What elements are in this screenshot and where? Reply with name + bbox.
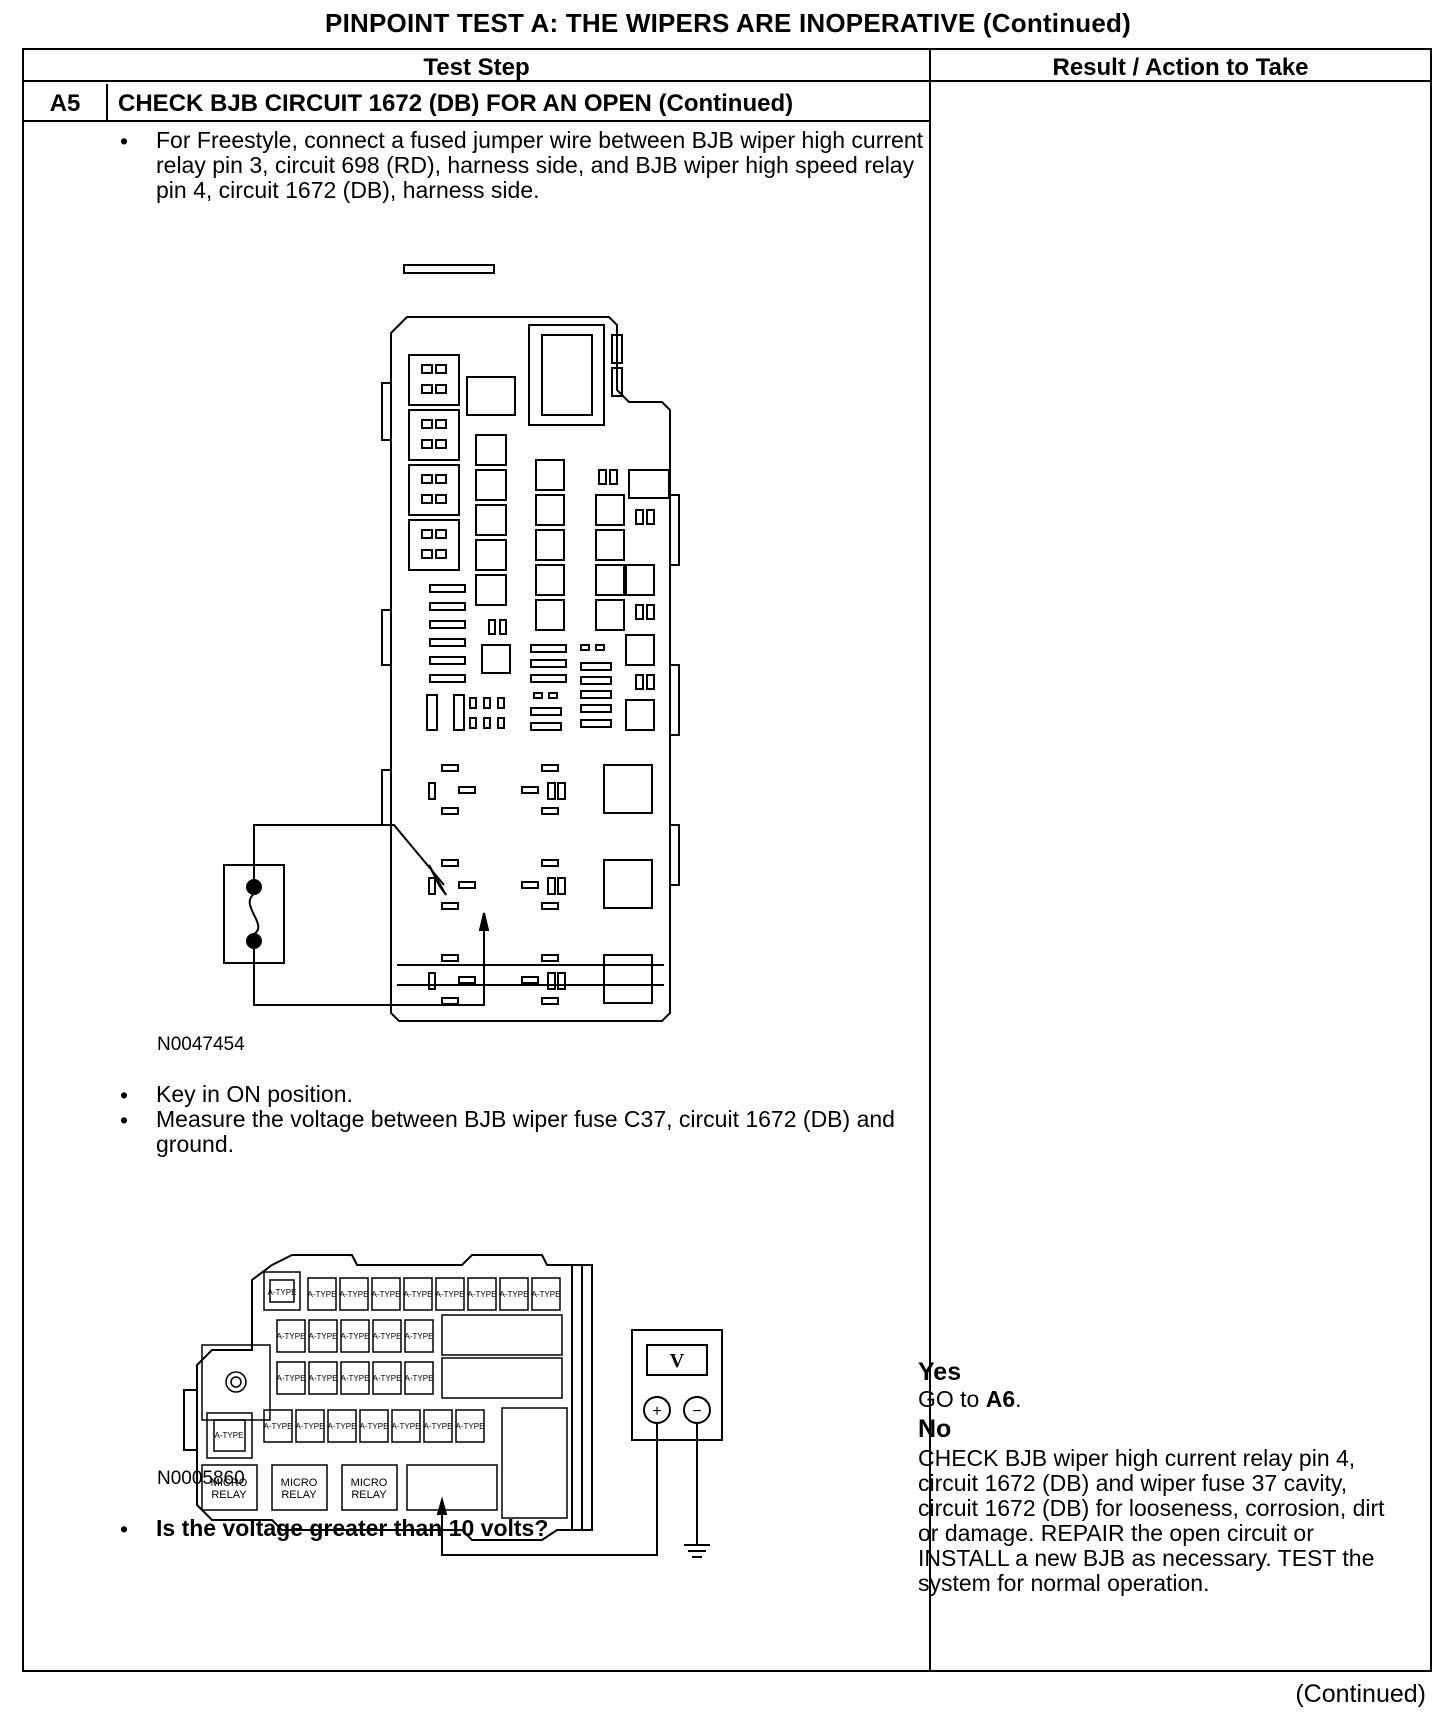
yes-action-prefix: GO to (918, 1386, 986, 1412)
instruction-measure-voltage: Measure the voltage between BJB wiper fu… (156, 1106, 895, 1157)
question-voltage: Is the voltage greater than 10 volts? (156, 1515, 549, 1541)
bjb-jumper-diagram (223, 264, 680, 1022)
a-type-label: A-TYPE (456, 1422, 485, 1431)
a-type-label: A-TYPE (424, 1422, 453, 1431)
a-type-label: A-TYPE (373, 1374, 402, 1383)
column-header-result: Result / Action to Take (1052, 54, 1309, 81)
a-type-label: A-TYPE (360, 1422, 389, 1431)
step-heading-rule (24, 120, 929, 122)
micro-relay-label: RELAY (211, 1489, 247, 1501)
a-type-label: A-TYPE (405, 1332, 434, 1341)
instruction-key-on: Key in ON position. (156, 1081, 353, 1107)
positive-terminal: + (652, 1403, 661, 1420)
a-type-label: A-TYPE (372, 1290, 401, 1299)
result-no-label: No (918, 1415, 952, 1443)
micro-relay-label: MICRO (281, 1477, 318, 1489)
a-type-label: A-TYPE (340, 1290, 369, 1299)
column-divider (929, 50, 931, 1670)
step-heading: CHECK BJB CIRCUIT 1672 (DB) FOR AN OPEN … (118, 90, 794, 117)
a-type-label: A-TYPE (308, 1290, 337, 1299)
step-id-divider (106, 84, 108, 120)
a-type-label: A-TYPE (215, 1431, 244, 1440)
page-title: PINPOINT TEST A: THE WIPERS ARE INOPERAT… (325, 8, 1131, 38)
bullet-dot: • (120, 1082, 129, 1108)
continued-footer: (Continued) (1295, 1680, 1426, 1708)
a-type-label: A-TYPE (341, 1374, 370, 1383)
bullet-dot: • (120, 1107, 129, 1133)
bullet-dot: • (120, 1516, 129, 1542)
a-type-label: A-TYPE (436, 1290, 465, 1299)
a-type-label: A-TYPE (392, 1422, 421, 1431)
a-type-label: A-TYPE (296, 1422, 325, 1431)
a-type-label: A-TYPE (405, 1374, 434, 1383)
yes-action-target: A6 (985, 1386, 1016, 1412)
voltmeter-symbol: V (670, 1350, 685, 1372)
a-type-label: A-TYPE (309, 1374, 338, 1383)
test-table: Test Step Result / Action to Take A5 CHE… (22, 48, 1432, 1672)
micro-relay-label: RELAY (281, 1489, 317, 1501)
a-type-label: A-TYPE (468, 1290, 497, 1299)
result-yes-action: GO to A6. (918, 1386, 1022, 1413)
a-type-label: A-TYPE (309, 1332, 338, 1341)
micro-relay-label: MICRO (351, 1477, 388, 1489)
negative-terminal: − (692, 1403, 701, 1420)
instruction-jumper-wire: For Freestyle, connect a fused jumper wi… (156, 127, 924, 203)
micro-relay-label: MICRO (211, 1477, 248, 1489)
step-id: A5 (49, 90, 81, 117)
a-type-label: A-TYPE (264, 1422, 293, 1431)
figure-2-id: N0005860 (157, 1468, 245, 1489)
a-type-label: A-TYPE (268, 1288, 297, 1297)
a-type-label: A-TYPE (328, 1422, 357, 1431)
result-no-action: CHECK BJB wiper high current relay pin 4… (918, 1445, 1385, 1596)
bullet-dot: • (120, 128, 129, 154)
a-type-label: A-TYPE (404, 1290, 433, 1299)
a-type-label: A-TYPE (532, 1290, 561, 1299)
a-type-label: A-TYPE (500, 1290, 529, 1299)
micro-relay-label: RELAY (351, 1489, 387, 1501)
yes-action-suffix: . (1015, 1386, 1022, 1412)
result-yes-label: Yes (918, 1358, 962, 1386)
a-type-label: A-TYPE (341, 1332, 370, 1341)
header-rule (24, 80, 1430, 82)
a-type-label: A-TYPE (277, 1332, 306, 1341)
a-type-label: A-TYPE (373, 1332, 402, 1341)
figure-1-id: N0047454 (157, 1034, 245, 1055)
column-header-test-step: Test Step (423, 54, 530, 81)
a-type-label: A-TYPE (277, 1374, 306, 1383)
